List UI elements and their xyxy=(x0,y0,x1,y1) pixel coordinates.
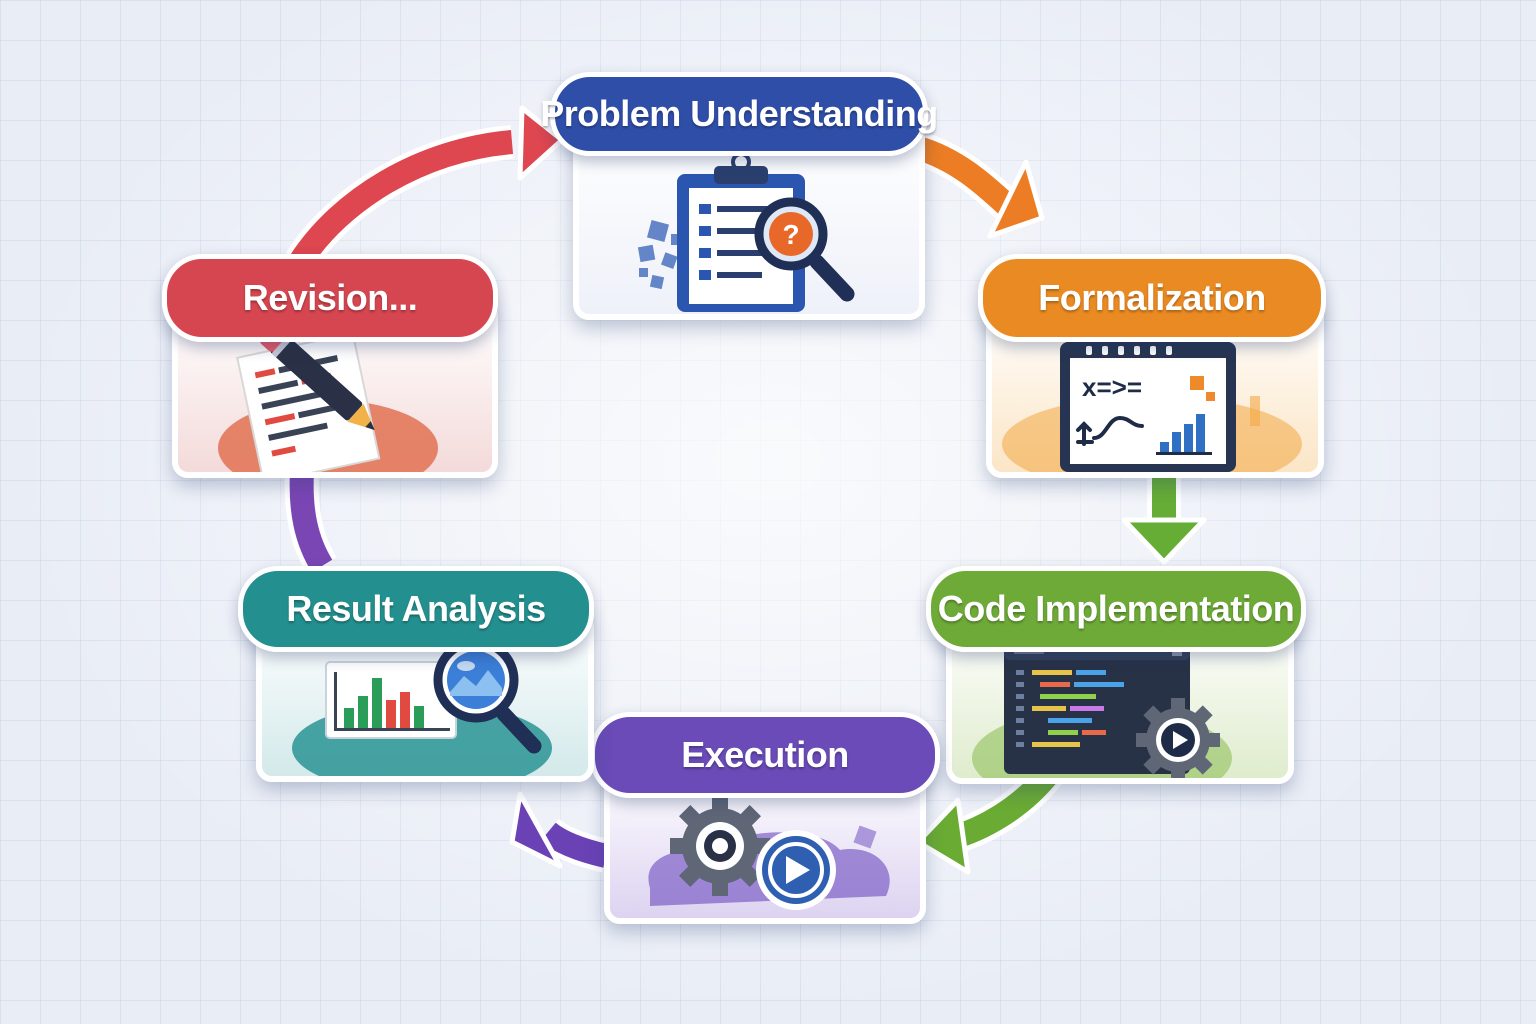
arrow-revision-to-problem xyxy=(285,105,565,272)
arrow-code-to-exec xyxy=(915,761,1064,875)
code-editor-gear-icon xyxy=(972,644,1232,778)
svg-text:?: ? xyxy=(782,219,799,250)
clipboard-question-icon: ? xyxy=(637,152,855,312)
stage-title: Problem Understanding xyxy=(540,72,938,156)
arrow-result-to-revision xyxy=(284,471,337,575)
svg-text:x=>=: x=>= xyxy=(1082,372,1142,402)
stage-title: Formalization xyxy=(978,254,1326,342)
gear-play-icon xyxy=(648,796,890,910)
stage-title: Revision... xyxy=(162,254,498,342)
arrow-problem-to-formal xyxy=(912,131,1045,239)
formula-chart-board-icon: x=>= xyxy=(1002,342,1302,472)
stage-title: Code Implementation xyxy=(926,566,1306,652)
bar-chart-magnifier-icon xyxy=(292,637,552,776)
arrow-exec-to-result xyxy=(509,791,611,873)
stage-title: Execution xyxy=(590,712,940,798)
stage-title: Result Analysis xyxy=(238,566,594,652)
arrow-formal-to-code xyxy=(1121,470,1207,565)
